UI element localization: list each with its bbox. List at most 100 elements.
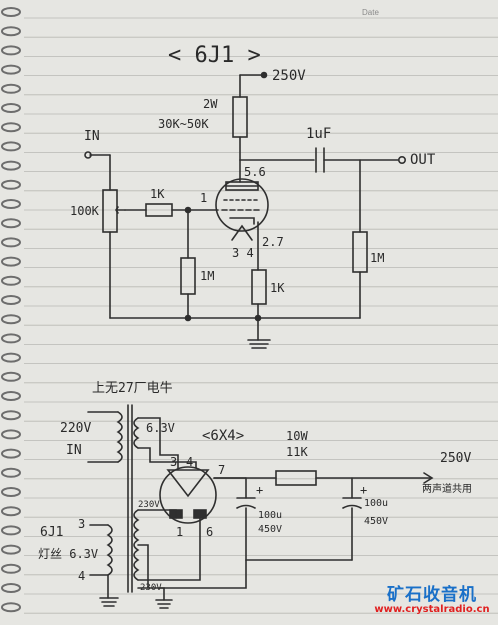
input-label: IN [84,129,100,144]
binding-ring [1,7,21,17]
cap1-polarity: + [256,483,263,497]
date-label: Date [362,8,379,17]
rectifier-cathode [166,469,210,498]
binding-ring [1,448,21,459]
cap2-polarity: + [360,483,367,497]
ground-icon [99,597,119,607]
binding-ring [1,275,21,286]
transformer-title: 上无27厂电牛 [92,381,173,396]
volume-pot [102,189,118,233]
binding-ring [1,602,21,613]
pin-7-label: 7 [218,463,225,477]
watermark: 矿石收音机 www.crystalradio.cn [368,580,496,624]
output-terminal [397,156,406,165]
pin-6-label: 6 [206,525,213,539]
tube-cathode [229,217,255,225]
cap1-value-label: 100u [258,510,282,521]
supply-voltage-label: 250V [272,68,306,84]
binding-ring [1,467,21,478]
pin-1-label: 1 [176,525,183,539]
plate-resistor-power: 2W [203,97,218,111]
watermark-title: 矿石收音机 [387,585,477,605]
rectifier-plate-right [193,509,207,519]
pin-4-label: 4 [186,455,193,469]
cap2-voltage-label: 450V [364,516,388,527]
grid-pin-label: 1 [200,191,207,205]
filament-pin-4: 4 [78,569,85,583]
binding-ring [1,429,21,440]
input-terminal [84,151,92,159]
cap2-value-label: 100u [364,498,388,509]
mains-voltage-label: 220V [60,421,91,436]
cathode-resistor-label: 1K [270,281,285,295]
cathode-resistor [251,269,267,305]
output-leak-resistor [352,231,368,273]
binding-ring [1,352,21,363]
binding-ring [1,64,21,75]
binding-ring [1,410,21,421]
rectifier-tube-label: <6X4> [202,428,244,444]
output-supply-label: 250V [440,451,471,466]
hv-bottom-label: 230V [140,583,162,593]
grid-leak-resistor [180,257,196,295]
plate-resistor-value: 30K~50K [158,117,209,131]
watermark-url: www.crystalradio.cn [374,604,490,615]
binding-ring [1,122,21,133]
resistor-power-label: 10W [286,429,308,443]
grid-stop-label: 1K [150,187,165,201]
heater-voltage-label: 6.3V [146,421,175,435]
tube-heater [231,224,253,241]
schematic-title: < 6J1 > [168,43,261,68]
binding-ring [1,179,21,190]
tube-name-label: 6J1 [40,525,63,540]
binding-ring [1,45,21,56]
binding-ring [1,26,21,37]
binding-ring [1,525,21,536]
ground-icon [247,339,271,349]
binding-ring [1,199,21,209]
hv-top-label: 230V [138,500,160,510]
spiral-binding [1,7,21,613]
binding-ring [1,583,21,593]
6j1-preamp-schematic [84,71,406,349]
filter-resistor [275,470,317,486]
transformer-primary [116,411,123,463]
coupling-capacitor-label: 1uF [306,126,331,142]
binding-ring [1,371,21,382]
binding-ring [1,256,21,267]
output-label: OUT [410,152,436,168]
filament-pin-3: 3 [78,517,85,531]
output-note: 两声道共用 [422,482,472,495]
binding-ring [1,103,21,113]
plate-pin-label: 5.6 [244,165,266,179]
6x4-rectifier-tube [159,466,217,524]
plate-resistor [232,96,248,138]
power-supply-schematic [87,404,434,609]
binding-ring [1,160,21,171]
resistor-value-label: 11K [286,445,308,459]
binding-ring [1,487,21,497]
heater-pin-label: 3 4 [232,246,254,260]
binding-ring [1,506,21,517]
binding-ring [1,314,21,325]
filament-label: 灯丝 6.3V [38,547,98,561]
binding-ring [1,218,21,229]
filament-winding [106,524,113,576]
mains-in-label: IN [66,443,82,458]
binding-ring [1,83,21,94]
binding-ring [1,295,21,305]
output-leak-label: 1M [370,251,384,265]
binding-ring [1,141,21,152]
pin-3-label: 3 [170,455,177,469]
ground-icon [155,599,173,609]
binding-ring [1,391,21,401]
binding-ring [1,237,21,248]
cathode-pin-label: 2.7 [262,235,284,249]
grid-leak-label: 1M [200,269,214,283]
6j1-tube [215,178,269,232]
volume-pot-label: 100K [70,204,100,218]
binding-ring [1,563,21,574]
binding-ring [1,333,21,344]
